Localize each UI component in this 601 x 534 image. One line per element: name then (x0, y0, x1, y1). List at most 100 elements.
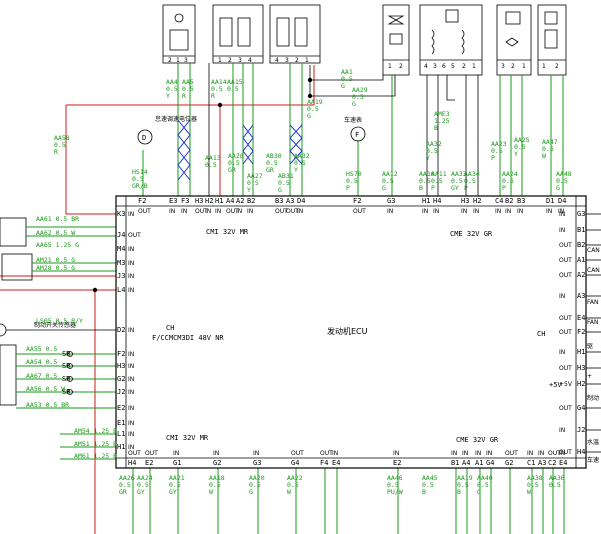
top-wire-id: AA28 (228, 152, 244, 160)
right-pin-name: E4 (577, 314, 585, 322)
bottom-pin-labels: H4OUTE2OUTG1ING2ING3ING4OUTF4OUTE4INE2IN… (128, 450, 567, 467)
left-wire-label: AA65 1.25 G (36, 241, 79, 249)
top-wire-id: AA58 (54, 134, 70, 142)
bottom-wire-id: AA45 (422, 474, 438, 482)
top-wire-color: P (502, 184, 506, 192)
left-connector-3 (0, 344, 17, 406)
top-pin-io: IN (297, 208, 303, 215)
bottom-wire-color: G (477, 488, 481, 496)
bottom-pin-io: IN (173, 450, 179, 457)
ecu-sub-bottom-right: CME 32V GR (456, 436, 499, 444)
bottom-wire-color: GR (119, 488, 127, 496)
bottom-wire-color: W (287, 488, 291, 496)
top-pin-name: H2 (205, 197, 213, 205)
top-pin-name: H3 (461, 197, 469, 205)
top-wire-id: AA48 (556, 170, 572, 178)
bottom-pin-name: C2 (548, 459, 556, 467)
svg-text:2: 2 (168, 57, 172, 64)
solenoid-connector (382, 4, 410, 76)
idle-pot-connector (162, 4, 196, 64)
sensor-connector-1 (212, 4, 264, 64)
top-wire-spec: 1.25 (434, 117, 450, 125)
bottom-pin-io: OUT (548, 450, 561, 457)
svg-text:2: 2 (295, 57, 299, 64)
left-wire-label: AM54 1.25 B (74, 427, 117, 435)
right-pin-io: OUT (559, 242, 572, 249)
right-pin-name: H4 (577, 448, 585, 456)
bottom-pin-io: IN (393, 450, 399, 457)
bottom-wire-spec: 0.5 (169, 481, 181, 489)
bottom-pin-io: IN (538, 450, 544, 457)
bottom-pin-io: IN (451, 450, 457, 457)
top-wire-spec: 0.5 (132, 175, 144, 183)
top-pin-name: D4 (558, 197, 566, 205)
top-wire-spec: 0.5 (451, 177, 463, 185)
svg-text:4: 4 (248, 57, 252, 64)
sensor-f-icon (350, 126, 366, 142)
left-wire-label: AA61 0.5 BR (36, 215, 79, 223)
right-edge-label: 制动 (587, 394, 599, 402)
bottom-wire-id: AA24 (137, 474, 153, 482)
bottom-wire-color: W (209, 488, 213, 496)
bottom-wire-id: AA40 (477, 474, 493, 482)
right-pin-name: A1 (577, 256, 585, 264)
svg-text:1: 1 (305, 57, 309, 64)
top-wire-color: GR/B (132, 182, 148, 190)
bottom-pin-name: E4 (332, 459, 340, 467)
top-pin-io: IN (473, 208, 479, 215)
top-pin-io: IN (422, 208, 428, 215)
top-wire-spec: 0.5 (556, 177, 568, 185)
top-wire-color: R (182, 92, 186, 100)
top-pin-labels: F2OUTE3INF3INH3OUTH2INH1INA4OUTA2INB2INB… (138, 197, 566, 215)
sensor-d-icon (137, 129, 153, 145)
left-wire-label: AA54 0.5 (26, 358, 57, 366)
bottom-wire-id: AA20 (249, 474, 265, 482)
left-pin-name: M3 (117, 259, 125, 267)
top-wire-color: R (211, 92, 215, 100)
top-pin-io: IN (461, 208, 467, 215)
top-wire-id: AA34 (464, 170, 480, 178)
left-wire-label: LS05 0.5 R/Y (36, 317, 83, 325)
bottom-pin-name: C1 (527, 459, 535, 467)
svg-text:6: 6 (442, 63, 446, 70)
left-pin-name: J4 (117, 231, 125, 239)
right-pin-name: F2 (577, 328, 585, 336)
coil-icon (431, 29, 435, 55)
top-wire-id: AA23 (491, 140, 507, 148)
left-pin-io: IN (128, 420, 134, 427)
top-wire-color: GY (451, 184, 459, 192)
left-pin-io: IN (128, 389, 134, 396)
top-wire-id: AB31 (278, 172, 294, 180)
right-pin-io: OUT (559, 405, 572, 412)
top-pin-name: B3 (517, 197, 525, 205)
top-wire-color: P (346, 184, 350, 192)
svg-text:3: 3 (285, 57, 289, 64)
top-wire-color: G (352, 100, 356, 108)
svg-text:4: 4 (424, 63, 428, 70)
top-wire-spec: 0.5 (266, 159, 278, 167)
bottom-wire-id: AA26 (119, 474, 135, 482)
bottom-pin-name: G4 (291, 459, 299, 467)
top-wire-color: GR (266, 166, 274, 174)
bottom-pin-io: IN (475, 450, 481, 457)
bottom-wire-color: GY (169, 488, 177, 496)
left-pin-io: IN (128, 431, 134, 438)
bottom-wire-spec: 0.5 (457, 481, 469, 489)
bottom-pin-name: G4 (486, 459, 494, 467)
top-wire-id: AA11 (431, 170, 447, 178)
top-wire-id: AA33 (451, 170, 467, 178)
top-pin-io: OUT (138, 208, 151, 215)
svg-text:3: 3 (184, 57, 188, 64)
top-pin-io: IN (169, 208, 175, 215)
bottom-pin-io: IN (253, 450, 259, 457)
ecu-sub-top-left: CMI 32V MR (206, 228, 249, 236)
top-wire-spec: 0.5 (247, 179, 259, 187)
top-pin-name: A3 (286, 197, 294, 205)
bottom-pin-name: B1 (451, 459, 459, 467)
right-pin-name: H2 (577, 380, 585, 388)
top-wire-color: Y (426, 154, 430, 162)
svg-text:4: 4 (275, 57, 279, 64)
top-pin-name: A2 (236, 197, 244, 205)
svg-text:1: 1 (472, 63, 476, 70)
